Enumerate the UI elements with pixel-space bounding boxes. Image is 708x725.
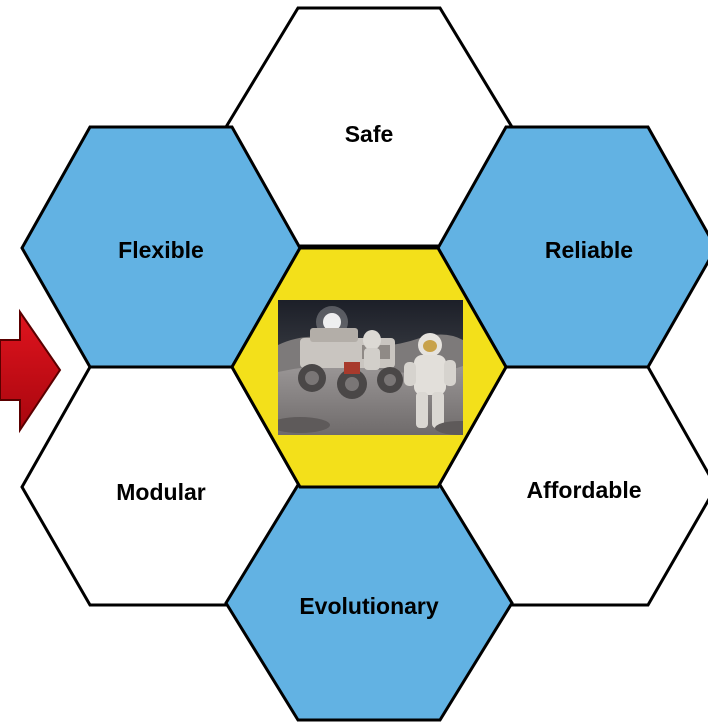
red-arrow-icon	[0, 308, 62, 434]
hex-reliable-label: Reliable	[545, 237, 633, 263]
hex-flexible-label: Flexible	[118, 237, 204, 263]
astronaut-photo	[278, 300, 463, 435]
hex-evolutionary-label: Evolutionary	[299, 593, 439, 619]
hex-safe-label: Safe	[345, 121, 394, 147]
hex-modular-label: Modular	[116, 479, 205, 505]
hex-flexible: Flexible	[20, 125, 302, 369]
hex-affordable-label: Affordable	[527, 477, 642, 503]
